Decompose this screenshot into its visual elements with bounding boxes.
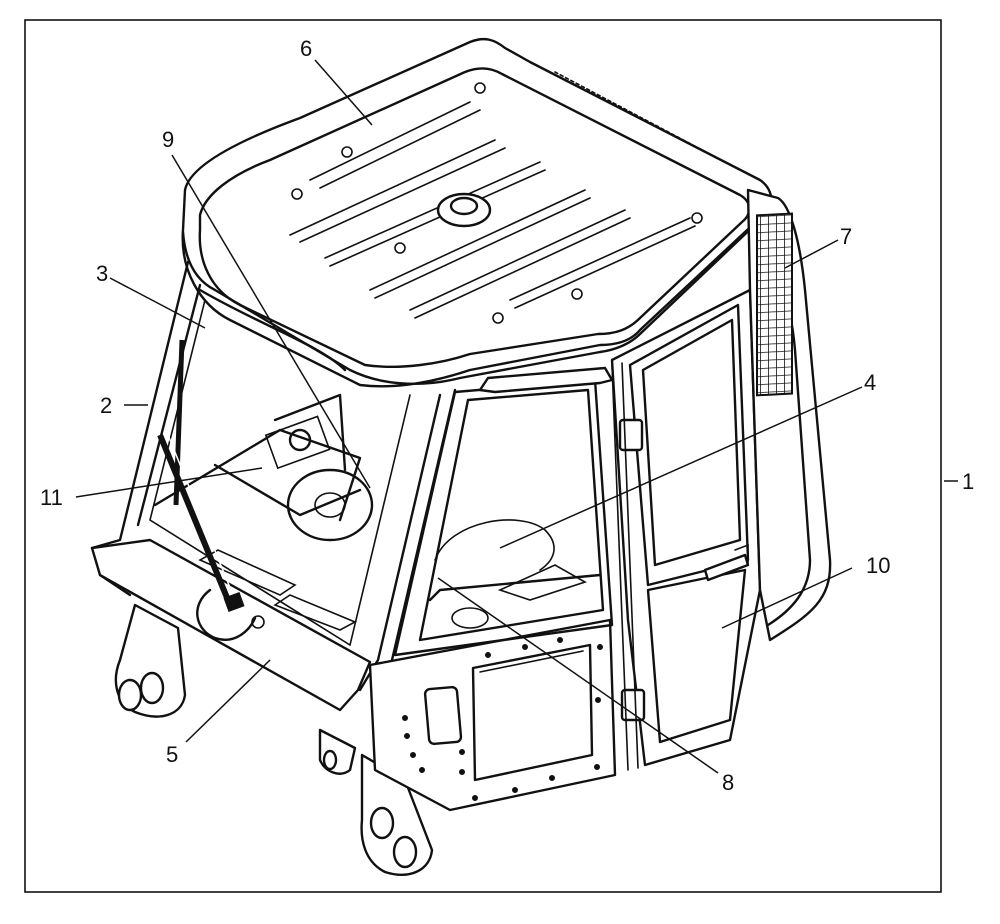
leader-lines [75,59,958,774]
front-right-lug [318,728,434,876]
callout-10: 10 [866,553,890,578]
leader-9 [171,154,371,489]
roof [181,37,773,388]
callout-2: 2 [100,393,112,418]
callout-5: 5 [166,742,178,767]
leader-5 [185,659,271,743]
leader-8 [437,577,719,774]
callout-11: 11 [40,485,63,510]
grille [756,212,793,397]
leader-7 [784,239,839,269]
side-lower-panel [368,618,617,812]
callout-labels: 6 9 3 2 11 7 4 1 10 8 5 [40,36,974,795]
callout-9: 9 [162,127,174,152]
front-left-lug [114,603,187,718]
wiper [157,339,257,641]
door [610,288,762,771]
cab-drawing [90,37,832,876]
leader-4 [499,386,863,549]
front-panel [90,538,372,712]
callout-6: 6 [300,36,312,61]
leader-10 [721,567,853,629]
rear-panel [746,188,832,642]
leader-11 [75,467,263,498]
interior [153,393,374,631]
callout-7: 7 [840,224,852,249]
leader-6 [314,59,373,126]
leader-3 [109,277,206,329]
callout-3: 3 [96,261,108,286]
callout-4: 4 [864,370,876,395]
callout-1: 1 [962,469,974,494]
side-window [393,366,614,657]
figure-border [24,19,942,893]
callout-8: 8 [722,770,734,795]
